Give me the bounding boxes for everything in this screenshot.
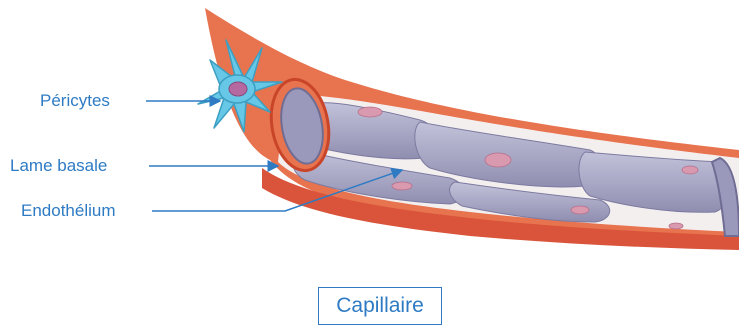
endothelium-label: Endothélium <box>21 201 116 221</box>
diagram-caption: Capillaire <box>318 287 442 325</box>
basement-membrane-label: Lame basale <box>10 156 107 176</box>
pericytes-label: Péricytes <box>40 91 110 111</box>
